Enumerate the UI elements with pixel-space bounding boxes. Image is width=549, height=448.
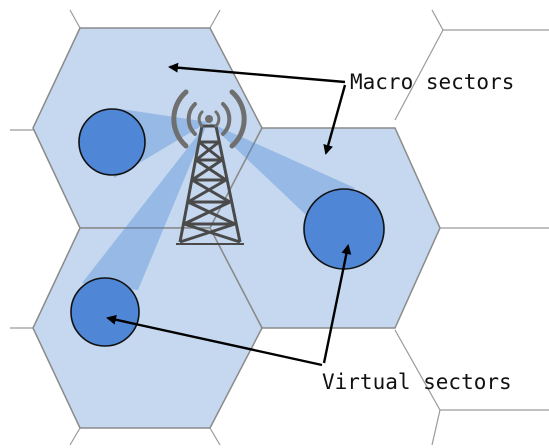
virtual-sector-left <box>78 108 146 176</box>
arrow-virtual-to-bottom-left <box>106 314 323 367</box>
macro-sector-bottom-left <box>32 227 263 429</box>
arrow-virtual-to-right <box>322 244 352 364</box>
virtual-sectors-label: Virtual sectors <box>322 370 512 394</box>
arrow-macro-to-right <box>323 84 347 155</box>
beam-bottom-left <box>82 122 208 290</box>
arrow-macro-to-top-left <box>168 62 346 84</box>
radio-waves-icon <box>171 89 247 149</box>
background-hex-grid <box>10 9 549 446</box>
macro-sectors-label: Macro sectors <box>350 70 514 94</box>
cell-tower-icon <box>176 124 244 245</box>
virtual-sector-bottom-left <box>70 277 140 347</box>
virtual-sectors <box>70 108 385 347</box>
virtual-sector-right <box>303 188 385 270</box>
arrows <box>106 62 352 367</box>
beam-right <box>208 122 355 215</box>
